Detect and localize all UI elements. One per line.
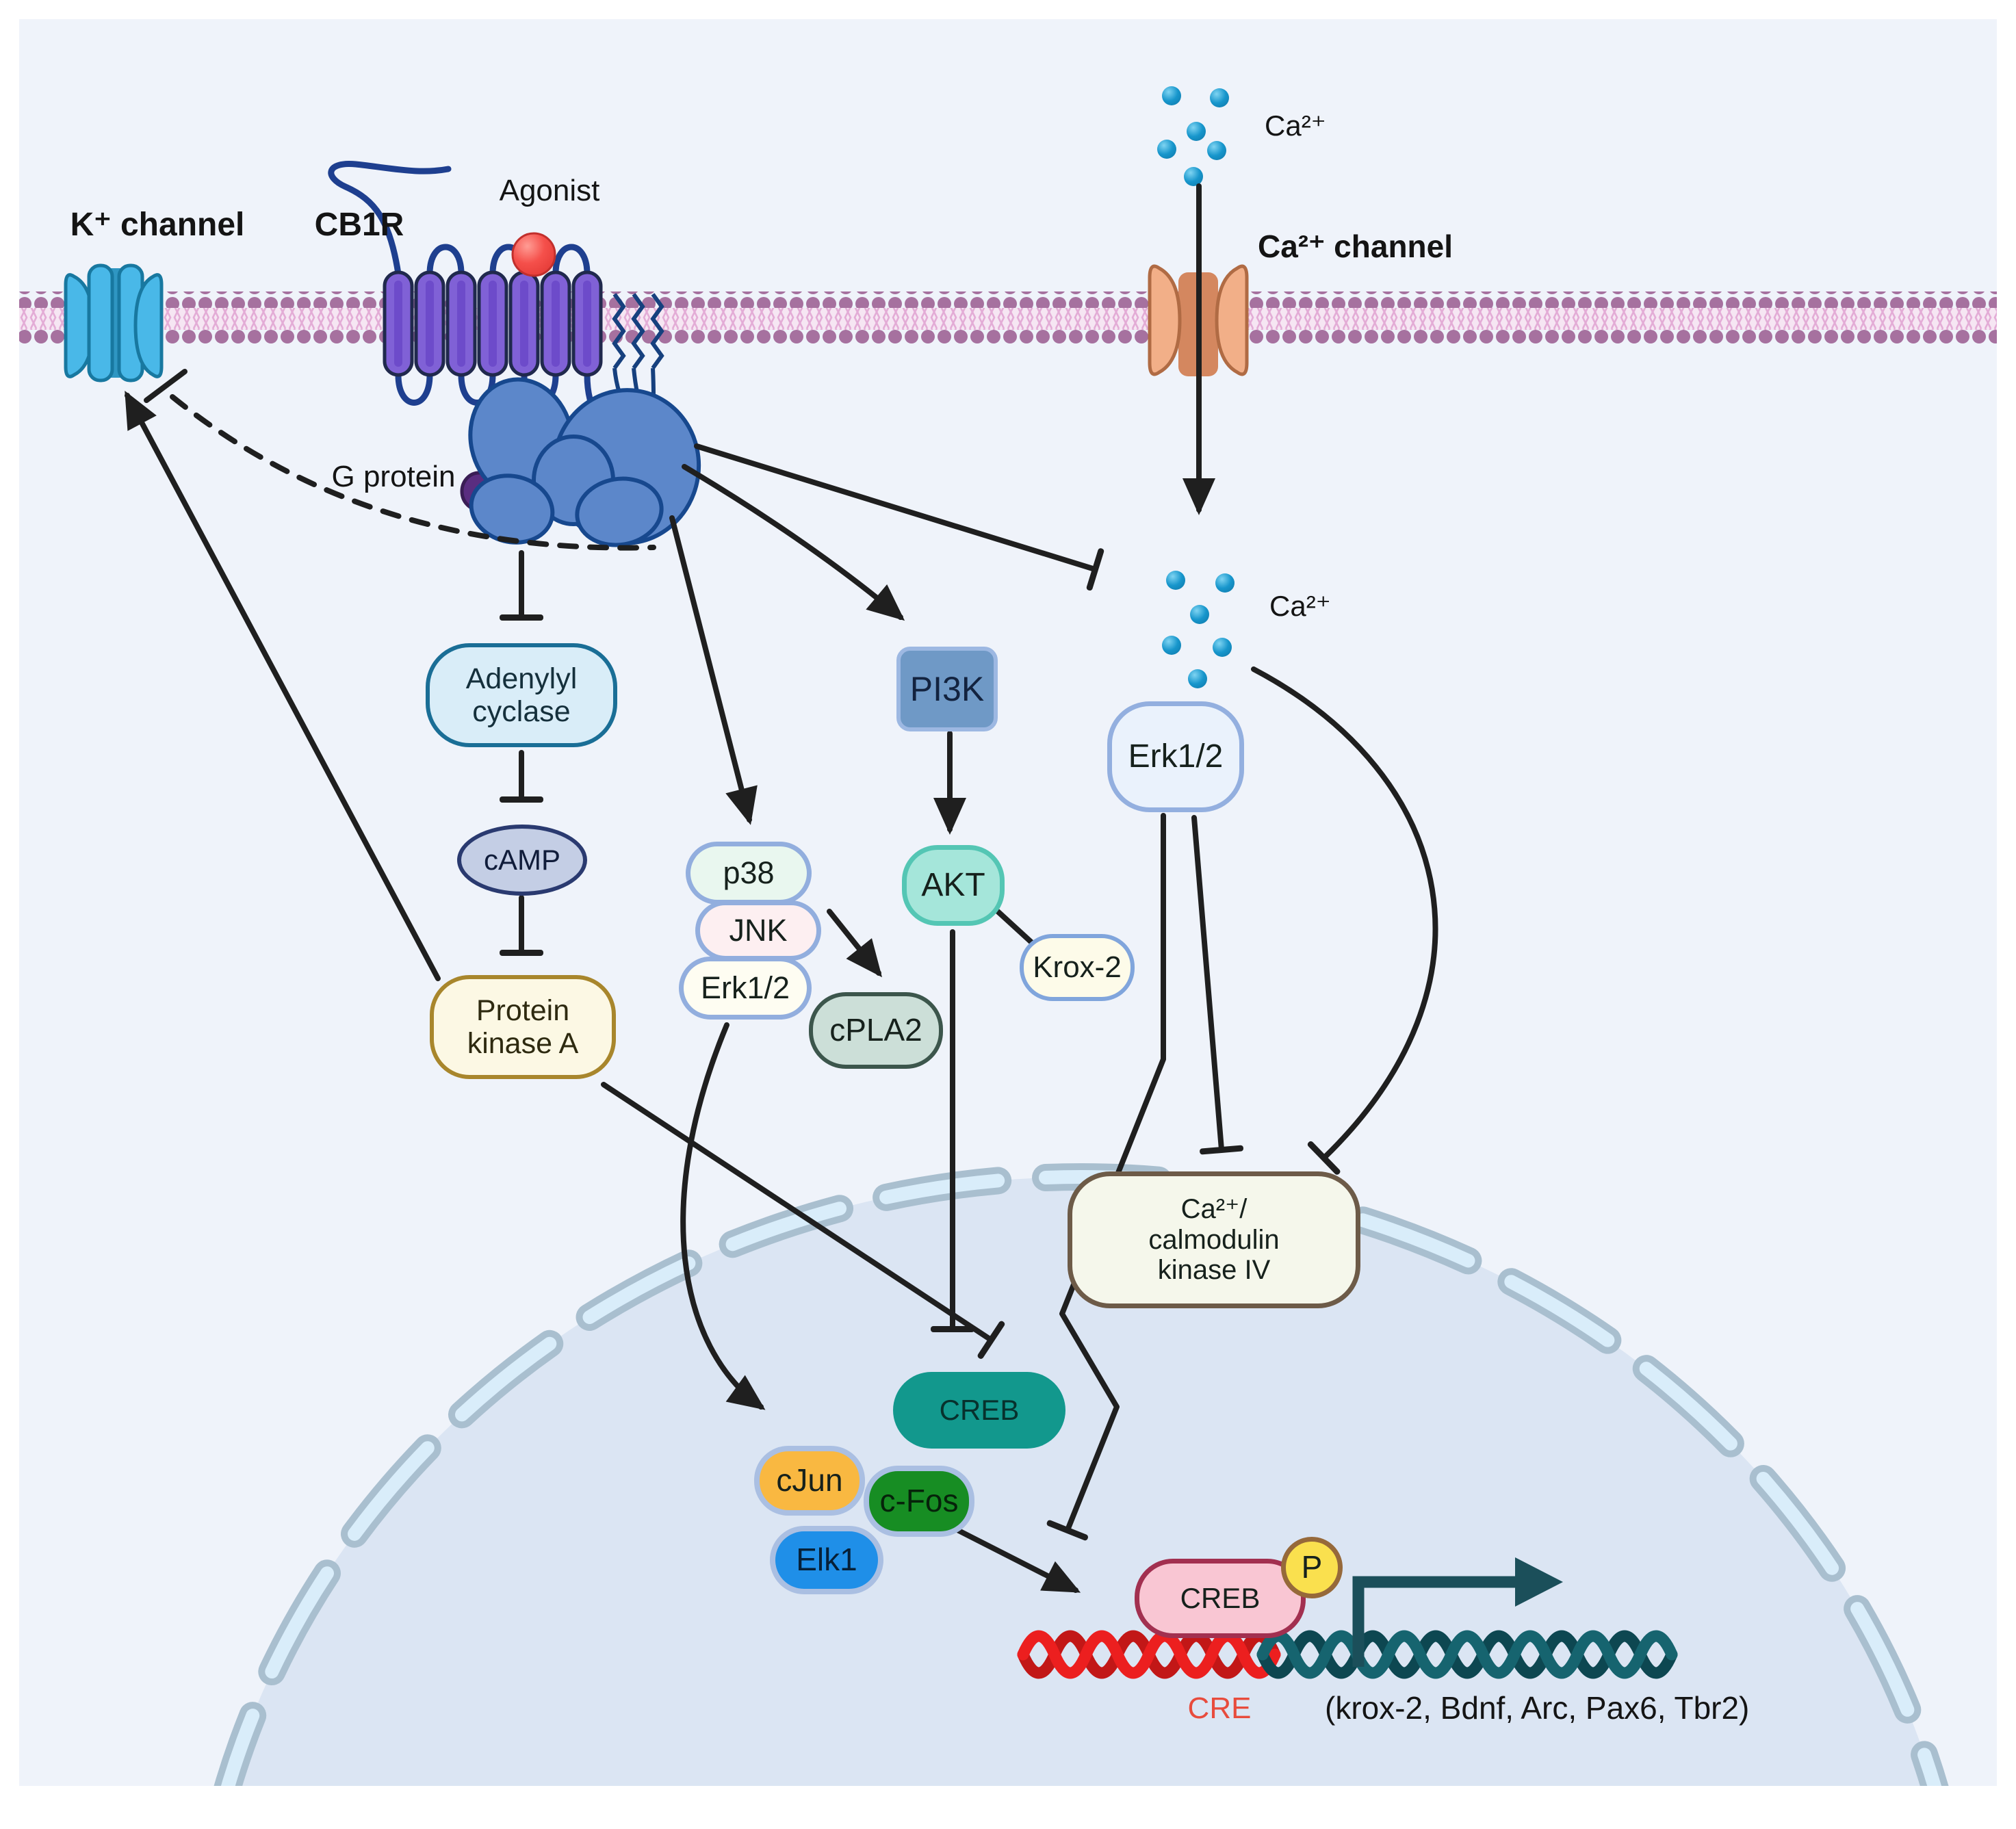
dna-red-strand bbox=[1017, 1630, 1281, 1679]
k-channel-icon bbox=[64, 263, 164, 382]
dna-icon bbox=[1017, 1630, 1678, 1679]
node-jnk: JNK bbox=[695, 900, 821, 961]
lipid-heads-inner bbox=[19, 330, 1997, 346]
lipid-heads-outer bbox=[19, 291, 1997, 308]
edge-ca-camk-tee bbox=[1251, 666, 1438, 1175]
k-channel-label: K⁺ channel bbox=[70, 207, 245, 243]
plasma-membrane bbox=[19, 291, 1997, 346]
edge-gprotein-pi3k-arrow bbox=[682, 464, 905, 621]
ca-intracellular-label: Ca²⁺ bbox=[1269, 590, 1331, 622]
g-protein-label: G protein bbox=[331, 460, 456, 493]
ca-channel-label: Ca²⁺ channel bbox=[1258, 229, 1453, 264]
edge-pka-kchannel-arrow bbox=[125, 390, 441, 981]
node-krox2: Krox-2 bbox=[1020, 934, 1135, 1001]
node-camkiv: Ca²⁺/ calmodulin kinase IV bbox=[1068, 1171, 1360, 1308]
node-elk1: Elk1 bbox=[770, 1526, 883, 1594]
g-protein-icon bbox=[460, 377, 701, 547]
pathway-edges bbox=[125, 183, 1438, 1593]
transcription-start-arrow bbox=[1352, 1557, 1563, 1667]
ca-extracellular-label: Ca²⁺ bbox=[1265, 109, 1326, 142]
agonist-label: Agonist bbox=[499, 174, 600, 207]
edge-gprotein-p38-arrow bbox=[669, 515, 758, 825]
node-cjun: cJun bbox=[754, 1446, 865, 1516]
edge-gprotein-ca-tee bbox=[694, 443, 1104, 591]
edge-pka-creb-tee bbox=[601, 1082, 1005, 1359]
cb1r-label: CB1R bbox=[314, 207, 404, 243]
node-phospho: P bbox=[1281, 1537, 1343, 1598]
agonist-ligand-icon bbox=[511, 232, 556, 277]
node-creb-nuclear: CREB bbox=[893, 1372, 1065, 1449]
node-pi3k: PI3K bbox=[896, 647, 998, 731]
edge-gprotein-kchannel-dashed bbox=[170, 394, 656, 551]
node-protein-kinase-a: Protein kinase A bbox=[430, 975, 616, 1079]
node-cfos: c-Fos bbox=[864, 1466, 974, 1537]
edge-erk-camk-tee bbox=[1191, 815, 1243, 1155]
node-p38: p38 bbox=[686, 842, 812, 905]
node-cpla2: cPLA2 bbox=[809, 992, 943, 1069]
node-creb-dna: CREB bbox=[1135, 1559, 1306, 1638]
cre-label: CRE bbox=[1187, 1691, 1252, 1725]
edge-stack-cjun-arrow bbox=[680, 1022, 766, 1410]
gene-list-label: (krox-2, Bdnf, Arc, Pax6, Tbr2) bbox=[1325, 1690, 1750, 1726]
dna-teal-strand bbox=[1256, 1630, 1678, 1679]
node-akt: AKT bbox=[902, 845, 1005, 926]
node-erk12-main: Erk1/2 bbox=[1107, 701, 1244, 812]
node-adenylyl-cyclase: Adenylyl cyclase bbox=[426, 643, 617, 747]
edge-stack-cpla2-arrow bbox=[827, 909, 882, 978]
ca-ions-extracellular bbox=[1157, 86, 1229, 186]
cb1r-n-terminus bbox=[328, 161, 452, 277]
node-erk12-stack: Erk1/2 bbox=[679, 957, 812, 1020]
edge-erk-dnacomplex-tee bbox=[1046, 813, 1166, 1541]
ca-ions-intracellular bbox=[1162, 571, 1235, 688]
node-camp: cAMP bbox=[457, 825, 587, 896]
cb1r-helices bbox=[383, 270, 603, 377]
